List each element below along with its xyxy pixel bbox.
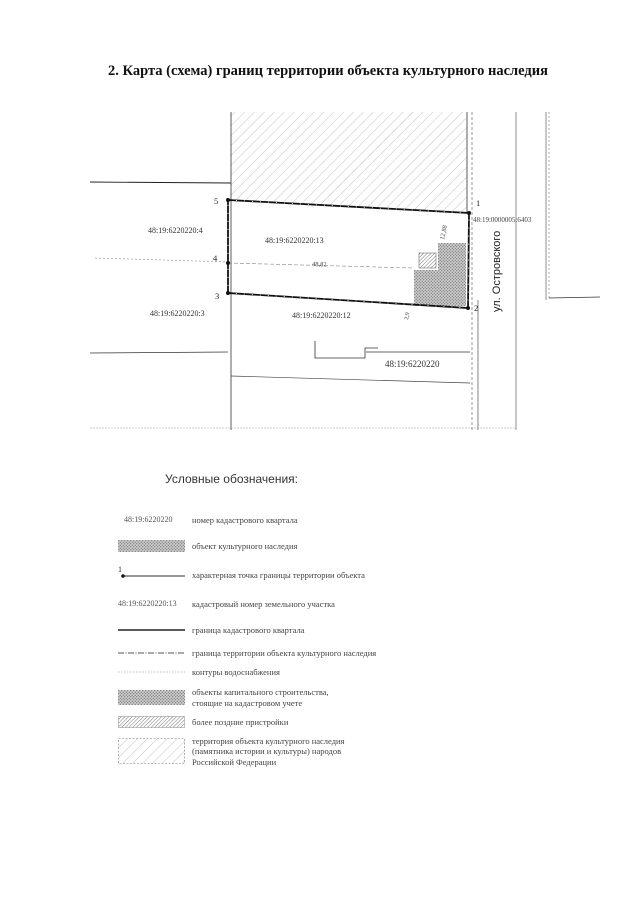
point-label-3: 3 — [215, 291, 219, 301]
quarter-boundary-north — [89, 181, 232, 184]
parcel-label-north-west: 48:19:6220220:4 — [148, 226, 203, 235]
parcel-label-main: 48:19:6220220:13 — [265, 236, 324, 245]
point-label-2: 2 — [474, 303, 478, 313]
legend-label: Российской Федерации — [192, 757, 277, 767]
legend-label: номер кадастрового квартала — [192, 515, 298, 525]
dimension-length: 48,82 — [312, 261, 327, 268]
heritage-territory-hatch — [231, 112, 467, 212]
legend-symbol-boundary-point: 1 — [118, 565, 185, 578]
later-extension — [418, 252, 437, 269]
legend-label: стоящие на кадастровом учете — [192, 698, 303, 708]
dimension-line — [227, 262, 415, 269]
legend-symbol-heritage-territory — [118, 738, 185, 764]
dimension-width: 12,88 — [439, 225, 449, 241]
legend-label: кадастровый номер земельного участка — [192, 599, 335, 609]
legend-symbol-territory-boundary — [118, 652, 185, 654]
legend-label: территория объекта культурного наследия — [192, 736, 345, 746]
legend-symbol-heritage-object — [118, 540, 185, 552]
parcel-label-south: 48:19:6220220:12 — [292, 311, 351, 320]
legend-symbol-parcel-number: 48:19:6220220:13 — [118, 599, 177, 608]
legend-symbol-quarter-number: 48:19:6220220 — [124, 515, 173, 524]
contour-line-west — [94, 257, 232, 263]
boundary-point-3 — [226, 291, 230, 295]
legend: Условные обозначения: 48:19:6220220 номе… — [110, 470, 430, 780]
page-title: 2. Карта (схема) границ территории объек… — [108, 63, 548, 79]
legend-symbol-later-extensions — [118, 716, 185, 728]
quarter-label: 48:19:6220220 — [385, 359, 440, 369]
legend-label: объекты капитального строительства, — [192, 687, 329, 697]
legend-label: характерная точка границы территории объ… — [192, 570, 365, 580]
boundary-point-4 — [226, 261, 230, 265]
east-boundary — [548, 296, 601, 299]
point-label-1: 1 — [476, 198, 480, 208]
legend-symbol-capital-construction — [118, 690, 185, 705]
boundary-point-2 — [466, 306, 470, 310]
boundary-point-5 — [226, 198, 230, 202]
boundary-point-1 — [467, 211, 471, 215]
legend-symbol-contour-line — [118, 671, 185, 673]
parcel-boundary-southwest — [89, 351, 229, 354]
legend-label: граница кадастрового квартала — [192, 625, 305, 635]
legend-symbol-quarter-boundary — [118, 629, 185, 631]
street-name: ул. Островского — [491, 231, 503, 312]
legend-label: контуры водоснабжения — [192, 667, 280, 677]
legend-title: Условные обозначения: — [165, 472, 298, 486]
point-label-4: 4 — [213, 253, 218, 263]
dimension-offset: 2,9 — [404, 312, 411, 320]
legend-label: (памятника истории и культуры) народов — [192, 746, 342, 756]
svg-text:1: 1 — [118, 565, 122, 574]
cadastral-map: 5 4 3 1 2 48:19:6220220:13 48:19:6220220… — [89, 112, 601, 430]
parcel-label-south-west: 48:19:6220220:3 — [150, 309, 205, 318]
legend-label: граница территории объекта культурного н… — [192, 648, 377, 658]
point-label-5: 5 — [214, 196, 218, 206]
building-outline — [314, 341, 378, 359]
parcel-label-street: 48:19:0000005:6403 — [473, 216, 532, 224]
heritage-object — [414, 243, 466, 306]
legend-label: более поздние пристройки — [192, 717, 289, 727]
legend-label: объект культурного наследия — [192, 541, 298, 551]
parcel-boundary-south — [230, 375, 471, 384]
